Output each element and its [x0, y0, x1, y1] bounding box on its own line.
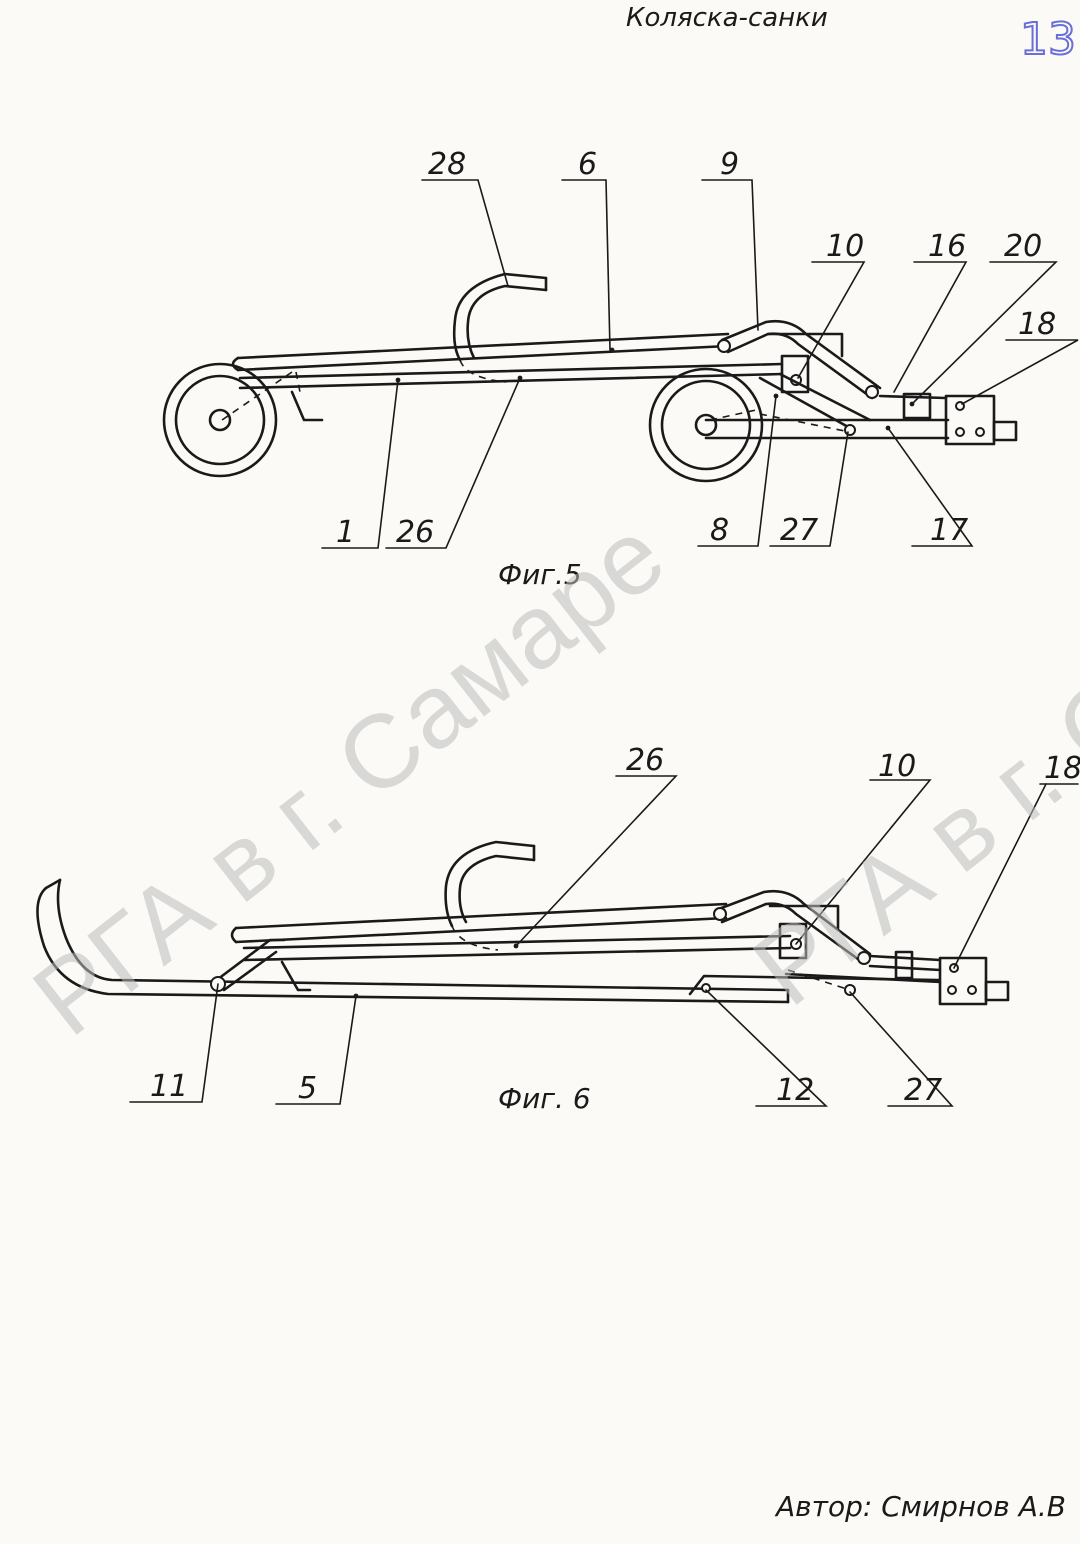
label-5: 5 — [298, 1071, 317, 1106]
figure-6: 26 10 18 11 5 12 27 Фиг. 6 — [36, 743, 1080, 1115]
upper-frame-tube — [231, 332, 730, 372]
folding-bracket-6 — [713, 889, 872, 965]
document-title: Коляска-санки — [626, 3, 828, 33]
page-stamp: 13 — [1020, 14, 1076, 65]
watermark-secondary: РГА в г. Самаре — [733, 467, 1080, 1028]
author-signature: Автор: Смирнов А.В — [774, 1490, 1066, 1523]
label-1: 1 — [336, 515, 355, 550]
handle-arc — [452, 272, 548, 383]
label-27-fig6: 27 — [904, 1073, 942, 1108]
figure-6-caption: Фиг. 6 — [498, 1082, 591, 1115]
lower-frame-rail — [238, 362, 784, 390]
label-11: 11 — [150, 1069, 188, 1104]
upper-frame-tube-6 — [230, 902, 792, 962]
label-28: 28 — [428, 147, 466, 182]
sled-runner — [36, 878, 790, 1004]
label-26: 26 — [396, 515, 434, 550]
label-26-fig6: 26 — [626, 743, 664, 778]
label-17: 17 — [930, 513, 968, 548]
front-rail — [704, 409, 950, 440]
label-20: 20 — [1004, 229, 1042, 264]
watermark-main: РГА в г. Самаре — [13, 497, 686, 1058]
label-10: 10 — [826, 229, 864, 264]
folding-bracket — [717, 319, 882, 400]
label-12: 12 — [776, 1073, 814, 1108]
label-16: 16 — [928, 229, 966, 264]
label-18: 18 — [1018, 307, 1056, 342]
label-27: 27 — [780, 513, 818, 548]
rear-wheel — [162, 362, 278, 478]
label-10-fig6: 10 — [878, 749, 916, 784]
coupling-block-6 — [784, 950, 1010, 1006]
coupling-block — [878, 392, 1018, 446]
label-18-fig6: 18 — [1044, 751, 1080, 786]
rear-link — [210, 938, 312, 992]
front-wheel — [648, 367, 764, 483]
figure-5-caption: Фиг.5 — [498, 558, 582, 591]
handle-arc-6 — [444, 840, 536, 951]
label-6: 6 — [578, 147, 597, 182]
label-9: 9 — [720, 147, 739, 182]
figure-5: 28 6 9 10 16 20 18 1 26 8 27 17 Фиг.5 — [162, 147, 1079, 591]
label-8: 8 — [710, 513, 729, 548]
